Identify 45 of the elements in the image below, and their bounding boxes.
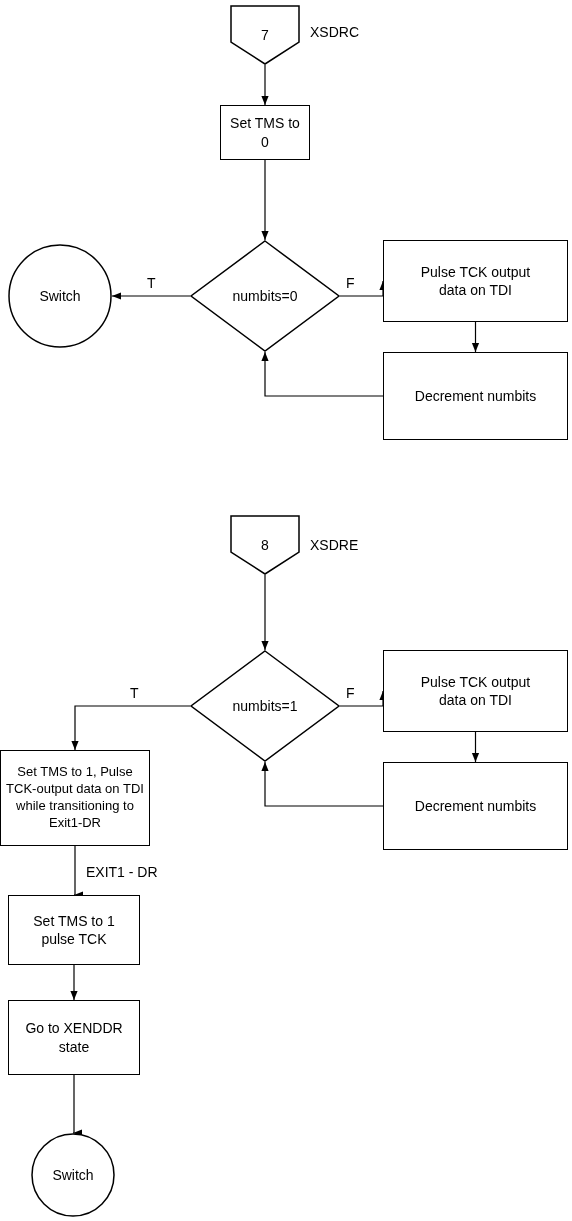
- node-label: numbits=1: [232, 696, 298, 716]
- process-box: [383, 352, 568, 440]
- node-label: Switch: [39, 286, 81, 306]
- decision-diamond: [190, 650, 340, 762]
- node-label: 7: [261, 26, 269, 45]
- node-label: Switch: [52, 1165, 94, 1185]
- arrow: [71, 705, 191, 751]
- node-label: 8: [261, 536, 269, 555]
- node-label: Set TMS to 1 pulse TCK: [32, 911, 116, 949]
- edge-label: F: [344, 275, 357, 291]
- process-box: [8, 895, 140, 965]
- edge-label: F: [344, 685, 357, 701]
- process-box: [220, 105, 310, 160]
- node-label: Pulse TCK output data on TDI: [419, 672, 532, 710]
- arrow: [111, 292, 191, 300]
- process-box: [383, 650, 568, 732]
- edge-label: T: [145, 275, 158, 291]
- arrow: [261, 159, 269, 241]
- terminal-circle: [8, 244, 112, 348]
- node-label: Pulse TCK output data on TDI: [419, 262, 532, 300]
- arrow: [261, 761, 384, 807]
- arrow: [471, 321, 480, 353]
- arrow: [261, 351, 384, 397]
- offpage-connector: [230, 5, 300, 65]
- process-box: [0, 750, 150, 846]
- connector-label: XSDRC: [310, 24, 359, 40]
- node-label: Set TMS to 1, Pulse TCK-output data on TDI while transitioning to Exit1-DR: [5, 764, 145, 832]
- process-box: [8, 1000, 140, 1075]
- decision-diamond: [190, 240, 340, 352]
- arrow: [70, 964, 78, 1001]
- process-box: [383, 240, 568, 322]
- node-label: Decrement numbits: [414, 386, 537, 406]
- arrow: [471, 731, 480, 763]
- node-label: Decrement numbits: [414, 796, 537, 816]
- terminal-circle: [31, 1133, 115, 1217]
- connector-label: XSDRE: [310, 537, 359, 553]
- offpage-connector: [230, 515, 300, 575]
- node-label: Set TMS to 0: [229, 114, 301, 151]
- arrow: [261, 64, 269, 106]
- process-box: [383, 762, 568, 850]
- node-label: Go to XENDDR state: [24, 1019, 124, 1056]
- node-label: numbits=0: [232, 286, 298, 306]
- edge-label: EXIT1 - DR: [84, 864, 160, 880]
- edge-label: T: [128, 685, 141, 701]
- arrow: [261, 574, 269, 651]
